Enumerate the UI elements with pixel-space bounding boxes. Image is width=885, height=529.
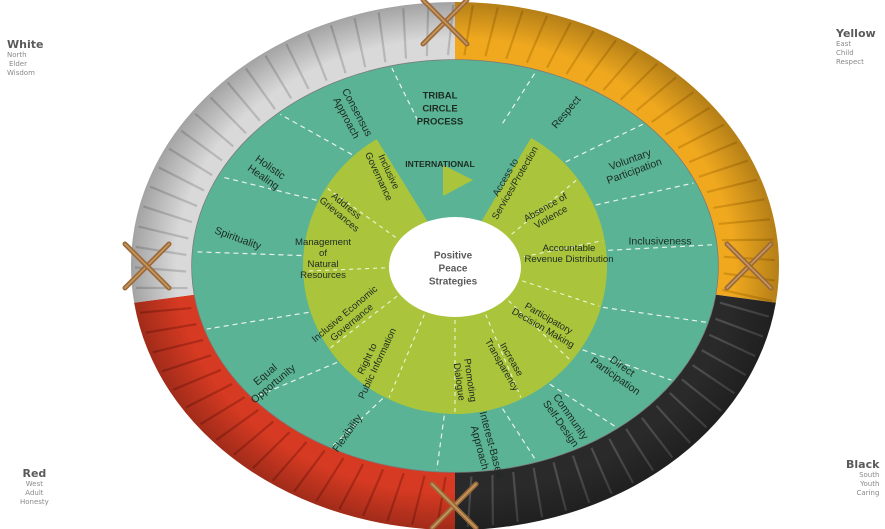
outer-divider bbox=[549, 383, 617, 428]
outer-divider bbox=[502, 71, 537, 124]
inner-item-label: PromotingDialogue bbox=[450, 358, 478, 404]
divider-lines bbox=[194, 67, 715, 470]
center-line: Positive bbox=[434, 251, 473, 262]
outer-item-label: Inclusiveness bbox=[628, 236, 691, 248]
international-line: INTERNATIONAL bbox=[405, 159, 475, 169]
tribal-circle-process-line: CIRCLE bbox=[422, 103, 457, 114]
inner-item-line: Accountable bbox=[543, 243, 596, 254]
international-label: INTERNATIONAL bbox=[405, 159, 475, 169]
outer-divider bbox=[280, 113, 353, 156]
legend-yellow: Yellow East Child Respect bbox=[836, 27, 876, 67]
legend-black-line: South bbox=[859, 471, 880, 479]
tribal-circle-process-label: TRIBAL CIRCLE PROCESS bbox=[417, 90, 463, 127]
inner-item-label: InclusiveGovernance bbox=[362, 146, 404, 203]
legend-yellow-title: Yellow bbox=[836, 27, 876, 40]
center-line: Peace bbox=[439, 264, 468, 275]
inner-divider bbox=[511, 179, 577, 235]
legend-white-title: White bbox=[7, 38, 44, 51]
legend-white-line: North bbox=[7, 51, 27, 59]
legend-yellow-line: Respect bbox=[836, 58, 864, 66]
inner-divider bbox=[327, 188, 396, 238]
inner-item-line: Revenue Distribution bbox=[524, 254, 613, 265]
inner-divider bbox=[305, 267, 386, 272]
inner-divider bbox=[508, 300, 571, 361]
inner-item-line: Resources bbox=[300, 270, 346, 281]
outer-divider bbox=[595, 182, 694, 206]
stick-highlight bbox=[124, 243, 170, 289]
tribal-circle-process-line: PROCESS bbox=[417, 116, 463, 127]
inner-divider bbox=[522, 280, 600, 307]
legend-yellow-line: Child bbox=[836, 49, 854, 57]
outer-divider bbox=[502, 408, 537, 461]
legend-red-line: West bbox=[25, 480, 44, 488]
outer-divider bbox=[254, 361, 338, 398]
stick-highlight bbox=[422, 0, 468, 45]
legend-red-line: Honesty bbox=[20, 498, 49, 506]
outer-item-line: Inclusiveness bbox=[628, 236, 691, 248]
stick-highlight bbox=[726, 243, 772, 289]
inner-item-line: Natural bbox=[308, 259, 339, 270]
crossed-sticks bbox=[122, 0, 774, 529]
center-circle bbox=[389, 217, 521, 317]
inner-divider bbox=[485, 314, 522, 398]
legend-red: Red West Adult Honesty bbox=[20, 467, 49, 507]
center-line: Strategies bbox=[429, 277, 478, 288]
legend-black-line: Caring bbox=[856, 489, 880, 497]
inner-divider bbox=[330, 295, 398, 349]
international-arrow bbox=[443, 165, 473, 196]
outer-divider bbox=[436, 415, 445, 470]
inner-divider bbox=[523, 240, 603, 258]
legend-black-title: Black bbox=[846, 458, 880, 471]
inner-item-line: Management bbox=[295, 237, 351, 248]
inner-item-line: of bbox=[319, 248, 327, 259]
tribal-circle-process-line: TRIBAL bbox=[423, 90, 458, 101]
legend-red-title: Red bbox=[22, 467, 47, 480]
outer-divider bbox=[206, 311, 309, 330]
inner-divider bbox=[388, 314, 425, 398]
legend-white-line: Elder bbox=[9, 60, 27, 68]
outer-divider bbox=[220, 175, 317, 201]
legend-white-line: Wisdom bbox=[7, 69, 35, 77]
stick-highlight bbox=[431, 483, 477, 529]
legend-black: Black South Youth Caring bbox=[846, 458, 879, 498]
outer-divider bbox=[332, 398, 384, 447]
legend-white: White North Elder Wisdom bbox=[7, 38, 43, 78]
legend-yellow-line: East bbox=[836, 40, 852, 48]
outer-divider bbox=[391, 67, 419, 121]
legend-black-line: Youth bbox=[860, 480, 880, 488]
legend-red-line: Adult bbox=[25, 489, 44, 497]
inner-lime-ring bbox=[302, 137, 607, 414]
inner-item-line: Dialogue bbox=[451, 362, 467, 401]
outer-divider bbox=[582, 349, 672, 381]
